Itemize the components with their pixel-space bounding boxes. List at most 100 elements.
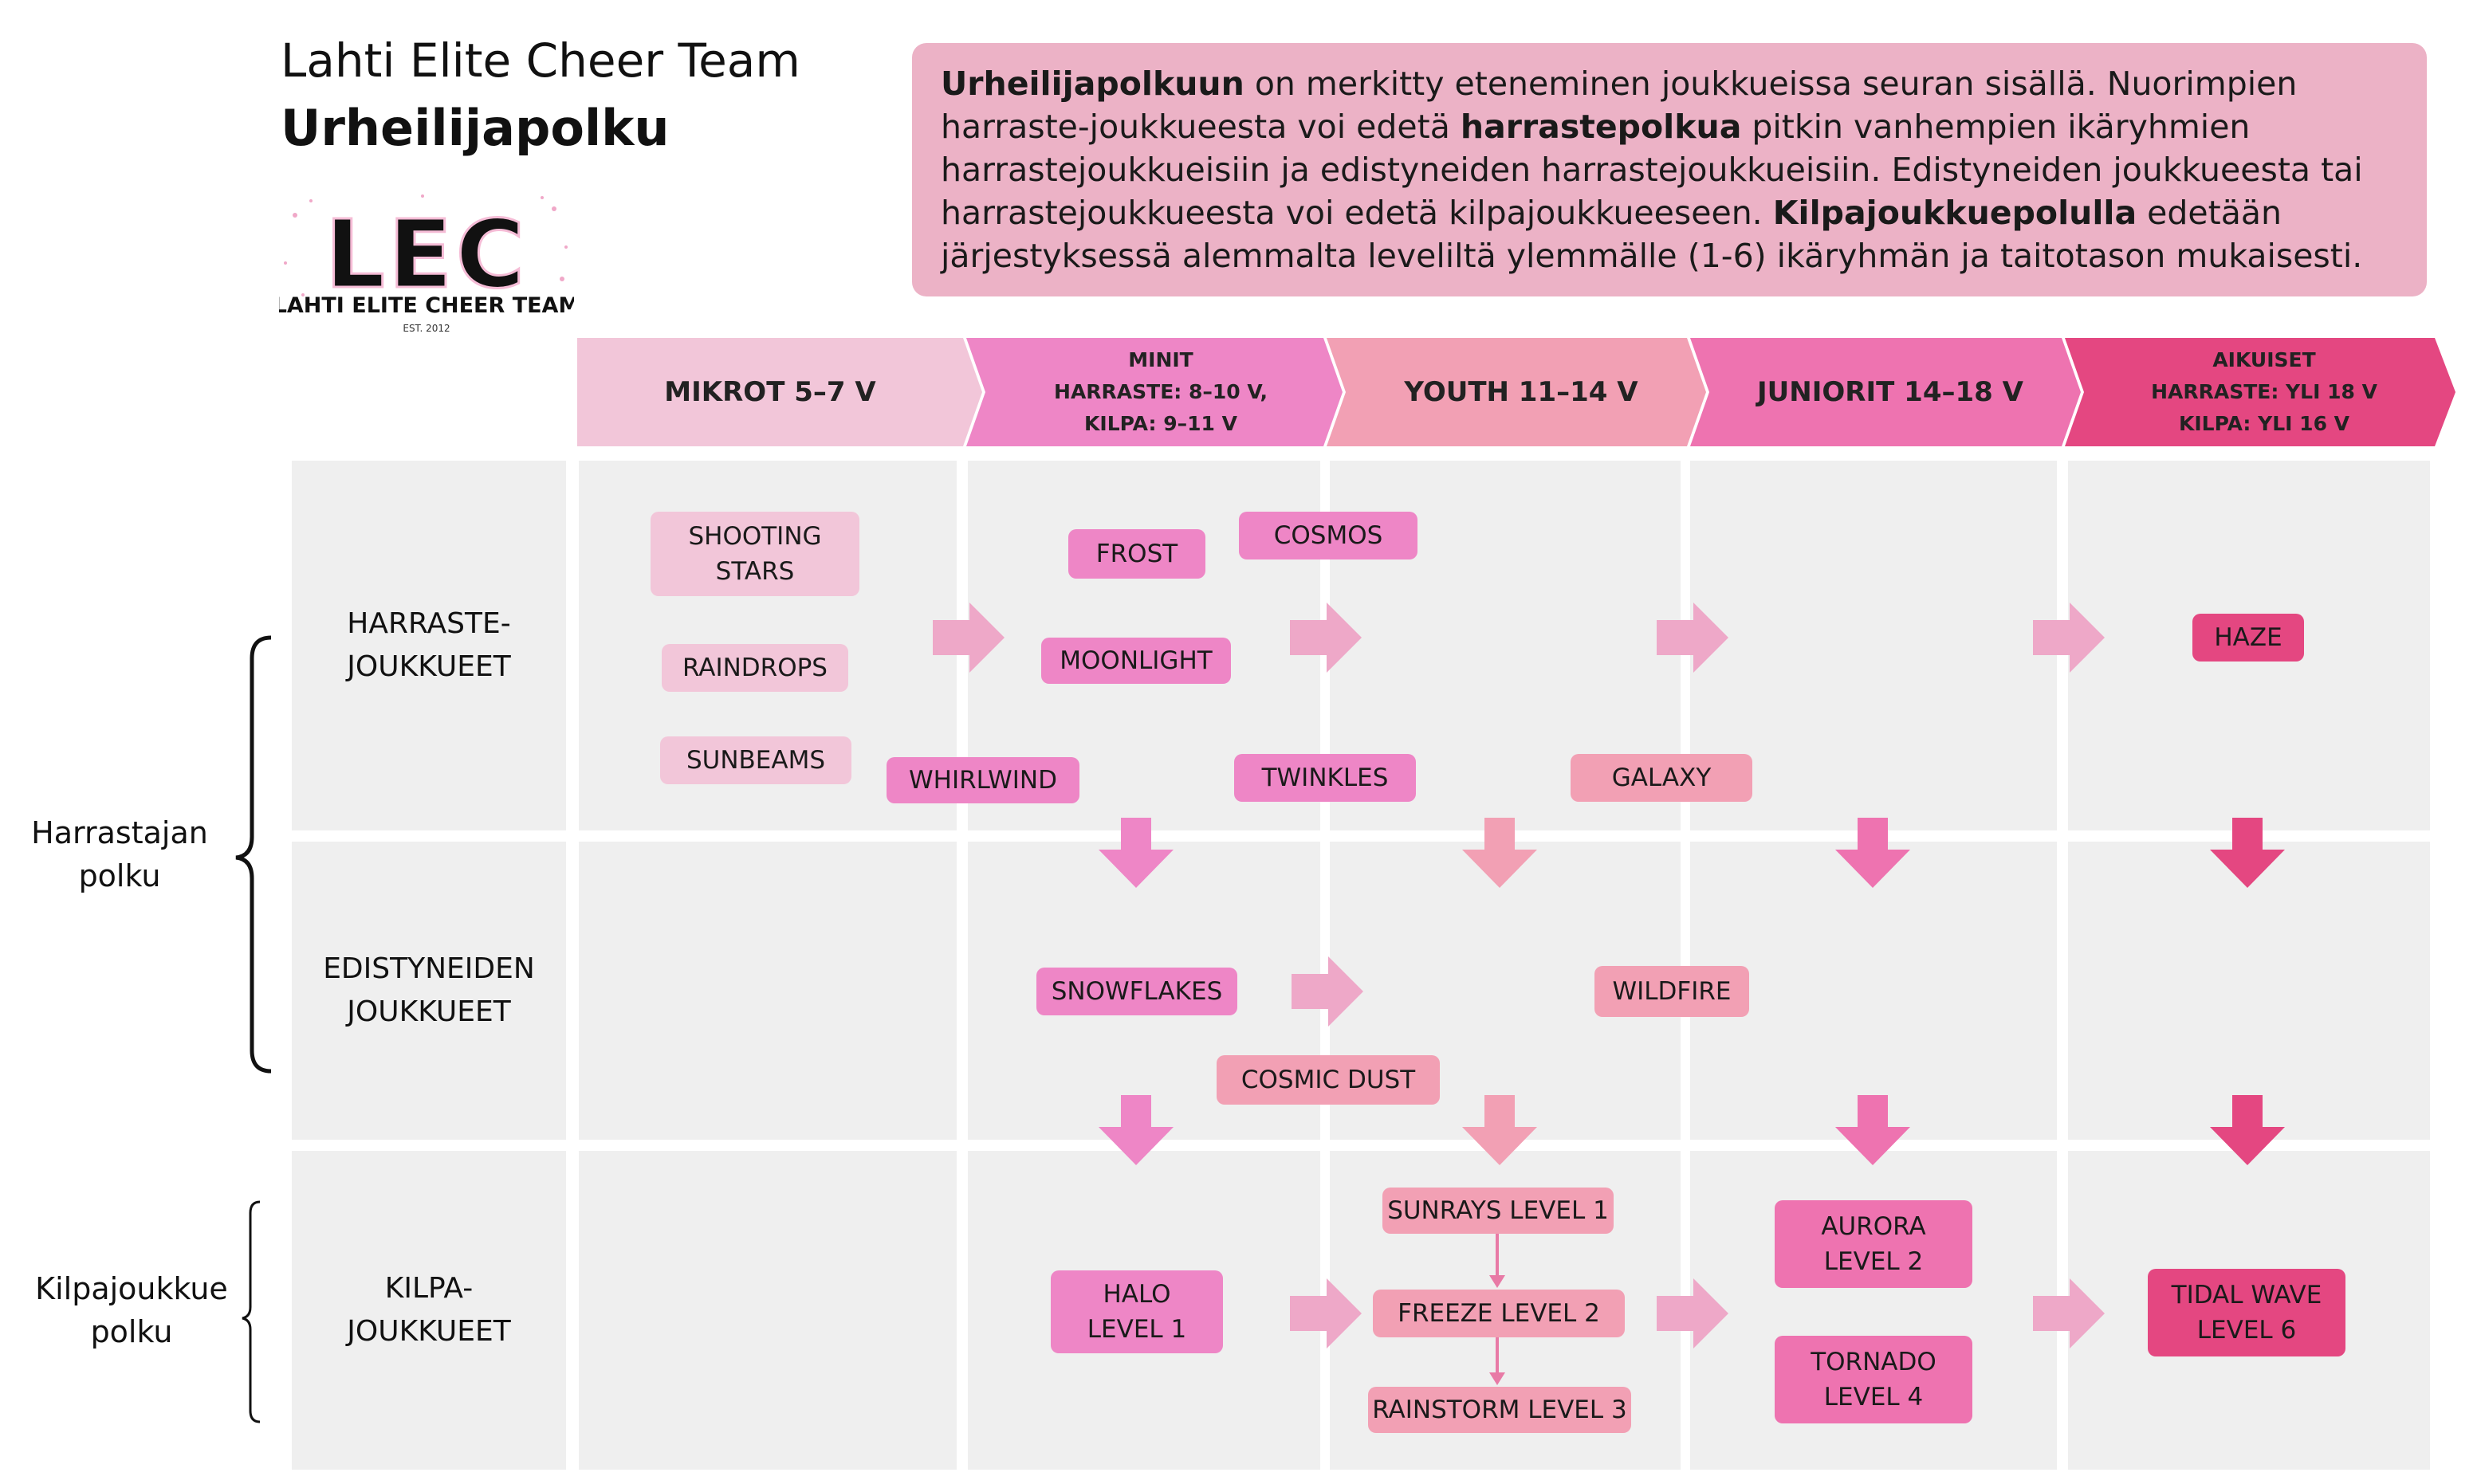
team-halo-line1: HALO [1103, 1280, 1171, 1309]
age-header-youth-chevron [1327, 338, 1706, 446]
team-tornado-line2: LEVEL 4 [1823, 1383, 1924, 1411]
team-wildfire-label: WILDFIRE [1612, 977, 1732, 1006]
age-minit-harraste: HARRASTE: 8–10 V, [1054, 380, 1268, 403]
path-label-kilpajoukkue: Kilpajoukkue polku [16, 1267, 247, 1353]
row-harraste-line1: HARRASTE- [347, 607, 511, 640]
team-whirlwind-label: WHIRLWIND [909, 766, 1057, 795]
team-halo: HALO LEVEL 1 [1051, 1270, 1223, 1353]
team-moonlight: MOONLIGHT [1041, 638, 1231, 684]
team-freeze: FREEZE LEVEL 2 [1373, 1290, 1625, 1337]
team-aurora-line1: AURORA [1821, 1212, 1926, 1241]
team-freeze-label: FREEZE LEVEL 2 [1398, 1299, 1600, 1328]
team-moonlight-label: MOONLIGHT [1060, 646, 1213, 675]
right-arrow [2033, 603, 2105, 673]
team-frost: FROST [1068, 529, 1205, 579]
down-arrow [2210, 1095, 2285, 1165]
age-youth-label: YOUTH 11–14 V [1404, 376, 1638, 408]
path-kilpa-line2: polku [90, 1314, 173, 1349]
right-arrow [1290, 1278, 1362, 1349]
down-arrow [1835, 1095, 1910, 1165]
row-label-cell-edistyneet [292, 842, 566, 1140]
age-aikuiset-kilpa: KILPA: YLI 16 V [2178, 412, 2350, 435]
organization-name: Lahti Elite Cheer Team [281, 33, 800, 88]
team-galaxy: GALAXY [1571, 754, 1752, 802]
age-header-aikuiset-chevron [2065, 338, 2455, 446]
team-sunrays-label: SUNRAYS LEVEL 1 [1387, 1196, 1609, 1225]
team-tidal-wave-line1: TIDAL WAVE [2171, 1281, 2322, 1309]
team-raindrops: RAINDROPS [662, 644, 848, 692]
info-text-2: pitkin vanhempien ikäryhmien harrastejou… [941, 108, 2363, 232]
age-header-minit-chevron [966, 338, 1343, 446]
grid-cell [2068, 842, 2430, 1140]
team-shooting-stars: SHOOTING STARS [651, 512, 859, 596]
grid-cell [1690, 842, 2057, 1140]
team-tornado-line1: TORNADO [1811, 1348, 1936, 1376]
age-header-mikrot: MIKROT 5–7 V [577, 338, 963, 446]
age-aikuiset-harraste: HARRASTE: YLI 18 V [2151, 380, 2377, 403]
team-snowflakes-label: SNOWFLAKES [1051, 977, 1223, 1006]
row-kilpa-line1: KILPA- [384, 1272, 474, 1305]
age-header-mikrot-chevron [577, 338, 982, 446]
team-haze: HAZE [2192, 614, 2304, 662]
team-cosmos: COSMOS [1239, 512, 1417, 559]
age-header-juniorit-chevron [1690, 338, 2081, 446]
team-twinkles: TWINKLES [1234, 754, 1416, 802]
team-shooting-stars-line1: SHOOTING [688, 522, 822, 551]
team-tidal-wave: TIDAL WAVE LEVEL 6 [2148, 1269, 2345, 1356]
age-header-youth: YOUTH 11–14 V [1346, 338, 1697, 446]
row-harraste-line2: JOUKKUEET [347, 650, 511, 683]
info-bold-1: Urheilijapolkuun [941, 65, 1244, 103]
info-text-1: on merkitty eteneminen joukkueissa seura… [941, 65, 2298, 146]
right-arrow [933, 603, 1005, 673]
team-tornado: TORNADO LEVEL 4 [1775, 1336, 1972, 1423]
age-header-juniorit: JUNIORIT 14–18 V [1709, 338, 2071, 446]
team-rainstorm: RAINSTORM LEVEL 3 [1368, 1387, 1631, 1433]
logo-est: EST. 2012 [403, 323, 450, 334]
team-cosmic-dust-label: COSMIC DUST [1240, 1066, 1416, 1094]
team-frost-label: FROST [1095, 540, 1178, 568]
team-haze-label: HAZE [2214, 623, 2282, 652]
row-label-edistyneet: EDISTYNEIDEN JOUKKUEET [292, 842, 566, 1140]
team-cosmic-dust: COSMIC DUST [1217, 1055, 1440, 1105]
age-header-minit: MINIT HARRASTE: 8–10 V, KILPA: 9–11 V [985, 338, 1336, 446]
team-sunrays: SUNRAYS LEVEL 1 [1382, 1188, 1614, 1234]
age-juniorit-label: JUNIORIT 14–18 V [1757, 376, 2023, 408]
team-rainstorm-label: RAINSTORM LEVEL 3 [1372, 1396, 1627, 1424]
down-arrow [1462, 818, 1537, 888]
age-minit-kilpa: KILPA: 9–11 V [1084, 412, 1237, 435]
row-label-harraste: HARRASTE- JOUKKUEET [292, 461, 566, 830]
team-wildfire: WILDFIRE [1594, 966, 1749, 1017]
info-box: Urheilijapolkuun on merkitty eteneminen … [912, 43, 2427, 296]
team-tidal-wave-line2: LEVEL 6 [2196, 1316, 2297, 1345]
team-halo-line2: LEVEL 1 [1087, 1315, 1187, 1344]
lec-logo: LEC LAHTI ELITE CHEER TEAM EST. 2012 [273, 191, 580, 336]
team-twinkles-label: TWINKLES [1261, 764, 1389, 792]
right-arrow [1657, 1278, 1728, 1349]
team-galaxy-label: GALAXY [1611, 764, 1712, 792]
grid-cell [579, 842, 957, 1140]
team-sunbeams-label: SUNBEAMS [686, 746, 826, 775]
info-bold-3: Kilpajoukkuepolulla [1772, 194, 2137, 232]
right-arrow [1292, 956, 1363, 1027]
team-shooting-stars-line2: STARS [715, 557, 795, 586]
grid-cell [579, 1151, 957, 1470]
team-cosmos-label: COSMOS [1273, 521, 1383, 550]
right-arrow [1657, 603, 1728, 673]
row-label-cell-harraste [292, 461, 566, 830]
right-arrow [2033, 1278, 2105, 1349]
level-connector [1489, 1232, 1505, 1288]
right-arrow [1290, 603, 1362, 673]
row-edistyneet-line1: EDISTYNEIDEN [323, 952, 535, 985]
age-mikrot-label: MIKROT 5–7 V [664, 376, 876, 408]
team-sunbeams: SUNBEAMS [660, 736, 851, 784]
info-text-3: edetään järjestyksessä alemmalta levelil… [941, 194, 2363, 275]
down-arrow [1099, 1095, 1174, 1165]
path-harrastajan-line1: Harrastajan [31, 815, 208, 850]
row-label-cell-kilpa [292, 1151, 566, 1470]
team-raindrops-label: RAINDROPS [682, 654, 828, 682]
row-kilpa-line2: JOUKKUEET [347, 1315, 511, 1348]
team-whirlwind: WHIRLWIND [887, 757, 1079, 803]
age-aikuiset-label: AIKUISET [2212, 348, 2316, 371]
path-harrastajan-line2: polku [78, 858, 161, 893]
down-arrow [1099, 818, 1174, 888]
